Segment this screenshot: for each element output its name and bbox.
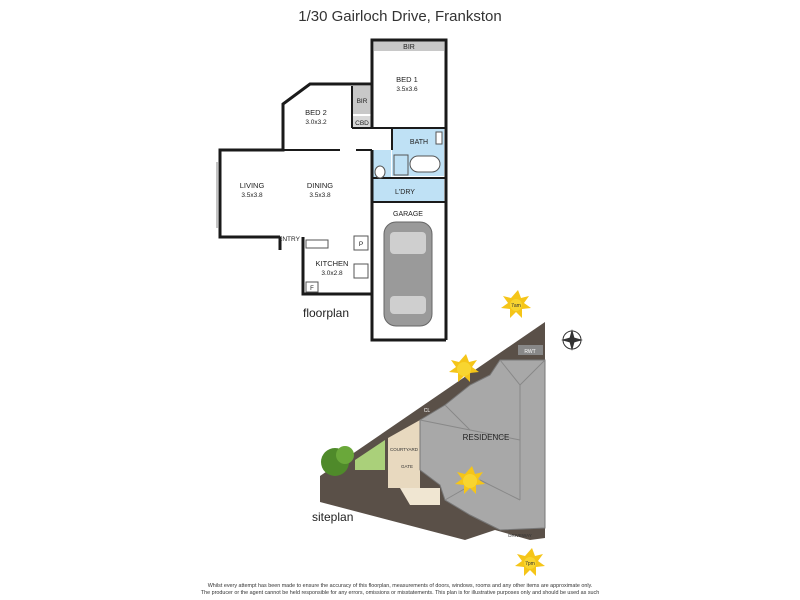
disclaimer: Whilst every attempt has been made to en… [0, 583, 800, 597]
pantry-label: P [359, 241, 363, 248]
rwt-label: RWT [524, 349, 535, 355]
toilet-icon [374, 165, 386, 179]
dining-label: DINING [307, 181, 333, 190]
bir-bed2-label: BIR [357, 98, 368, 105]
entry-label: ENTRY [278, 236, 301, 243]
residence-label: RESIDENCE [463, 433, 510, 442]
sun-icon-top [449, 354, 479, 382]
driveway-label: DRIVEWAY [508, 533, 532, 538]
cooktop-icon [353, 263, 369, 279]
basin-icon [435, 131, 443, 145]
siteplan-label: siteplan [312, 510, 354, 524]
bath-label: BATH [410, 139, 428, 146]
lawn-area [355, 440, 385, 470]
cbd-label: CBD [355, 120, 369, 127]
living-size: 3.5x3.8 [241, 192, 263, 199]
garage-label: GARAGE [393, 211, 423, 218]
bed1-size: 3.5x3.6 [396, 86, 418, 93]
living-label: LIVING [240, 181, 265, 190]
cbd-box [352, 116, 372, 128]
inner-walls [283, 86, 446, 203]
path-area [400, 488, 440, 505]
sun-icon-mid [455, 466, 485, 494]
kitchen-label: KITCHEN [316, 259, 349, 268]
laundry-area [371, 178, 444, 202]
kitchen-size: 3.0x2.8 [321, 270, 343, 277]
sun-time-evening: 7pm [525, 561, 535, 567]
car-icon [383, 221, 433, 327]
disclaimer-line-1: Whilst every attempt has been made to en… [207, 583, 593, 589]
bed2-size: 3.0x3.2 [305, 119, 327, 126]
courtyard-area [388, 420, 420, 488]
pantry-box [353, 235, 369, 251]
shower-icon [393, 154, 409, 176]
bed2-label: BED 2 [305, 108, 327, 117]
roof-lines [419, 359, 546, 501]
bir-top-label: BIR [403, 44, 415, 51]
rwt-box [518, 345, 543, 355]
dining-size: 3.5x3.8 [309, 192, 331, 199]
cl-label: CL [424, 408, 431, 414]
disclaimer-line-2: The producer or the agent cannot be held… [200, 590, 600, 596]
bir-top-box [374, 40, 444, 51]
bir-bed2-box [352, 86, 372, 114]
bathtub-icon [409, 155, 441, 173]
siteplan-drawing [320, 322, 583, 540]
sun-icon-evening [515, 548, 545, 576]
bed1-label: BED 1 [396, 75, 418, 84]
compass-icon [561, 329, 583, 351]
floorplan-label: floorplan [303, 306, 350, 320]
laundry-label: L'DRY [395, 189, 415, 196]
page-title: 1/30 Gairloch Drive, Frankston [298, 8, 502, 25]
sun-time-morning: 7am [511, 303, 521, 309]
fridge-box [305, 281, 319, 293]
courtyard-label: COURTYARD [390, 447, 419, 452]
residence-roof [419, 359, 546, 531]
sun-icon-morning [501, 290, 531, 318]
gate-label: GATE [401, 464, 413, 469]
tree-icon-2 [336, 446, 354, 464]
fridge-label: F [310, 286, 314, 292]
kitchen-sink-icon [305, 239, 329, 249]
